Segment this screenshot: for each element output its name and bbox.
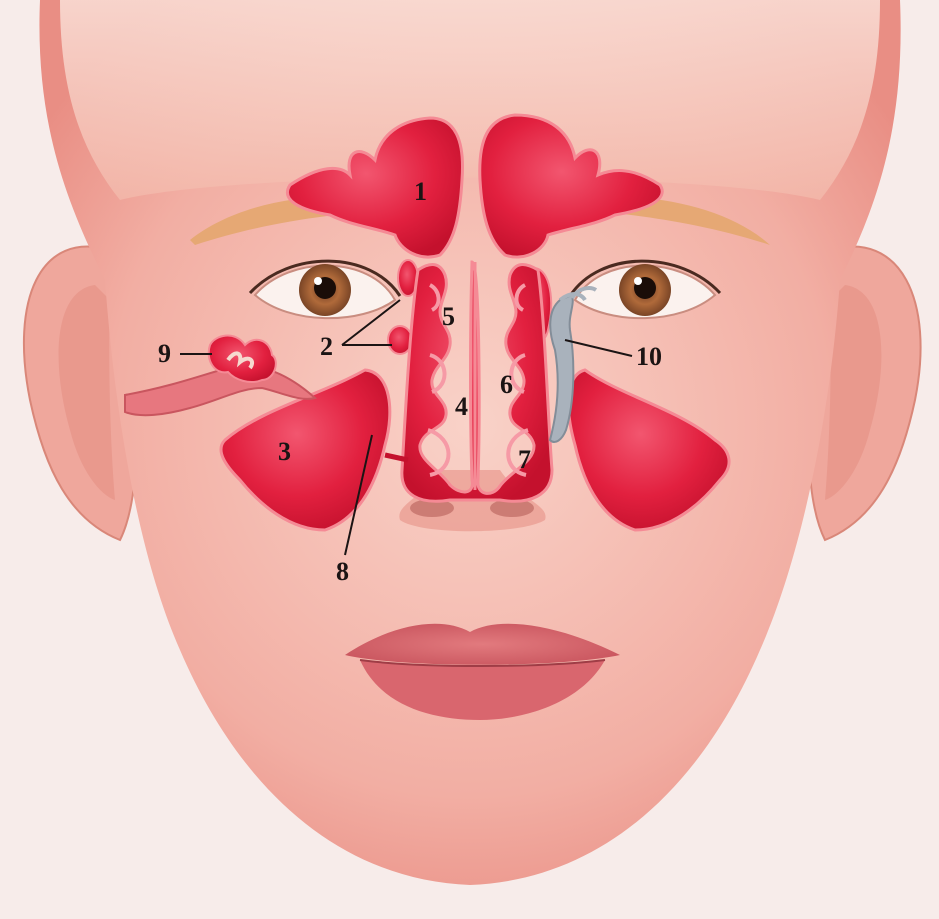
label-7: 7 (518, 445, 531, 474)
label-5: 5 (442, 302, 455, 331)
label-8: 8 (336, 557, 349, 586)
label-9: 9 (158, 339, 171, 368)
label-10: 10 (636, 342, 662, 371)
label-2: 2 (320, 332, 333, 361)
label-4: 4 (455, 392, 468, 421)
label-6: 6 (500, 370, 513, 399)
label-1: 1 (414, 177, 427, 206)
forehead-highlight (60, 0, 880, 200)
label-3: 3 (278, 437, 291, 466)
